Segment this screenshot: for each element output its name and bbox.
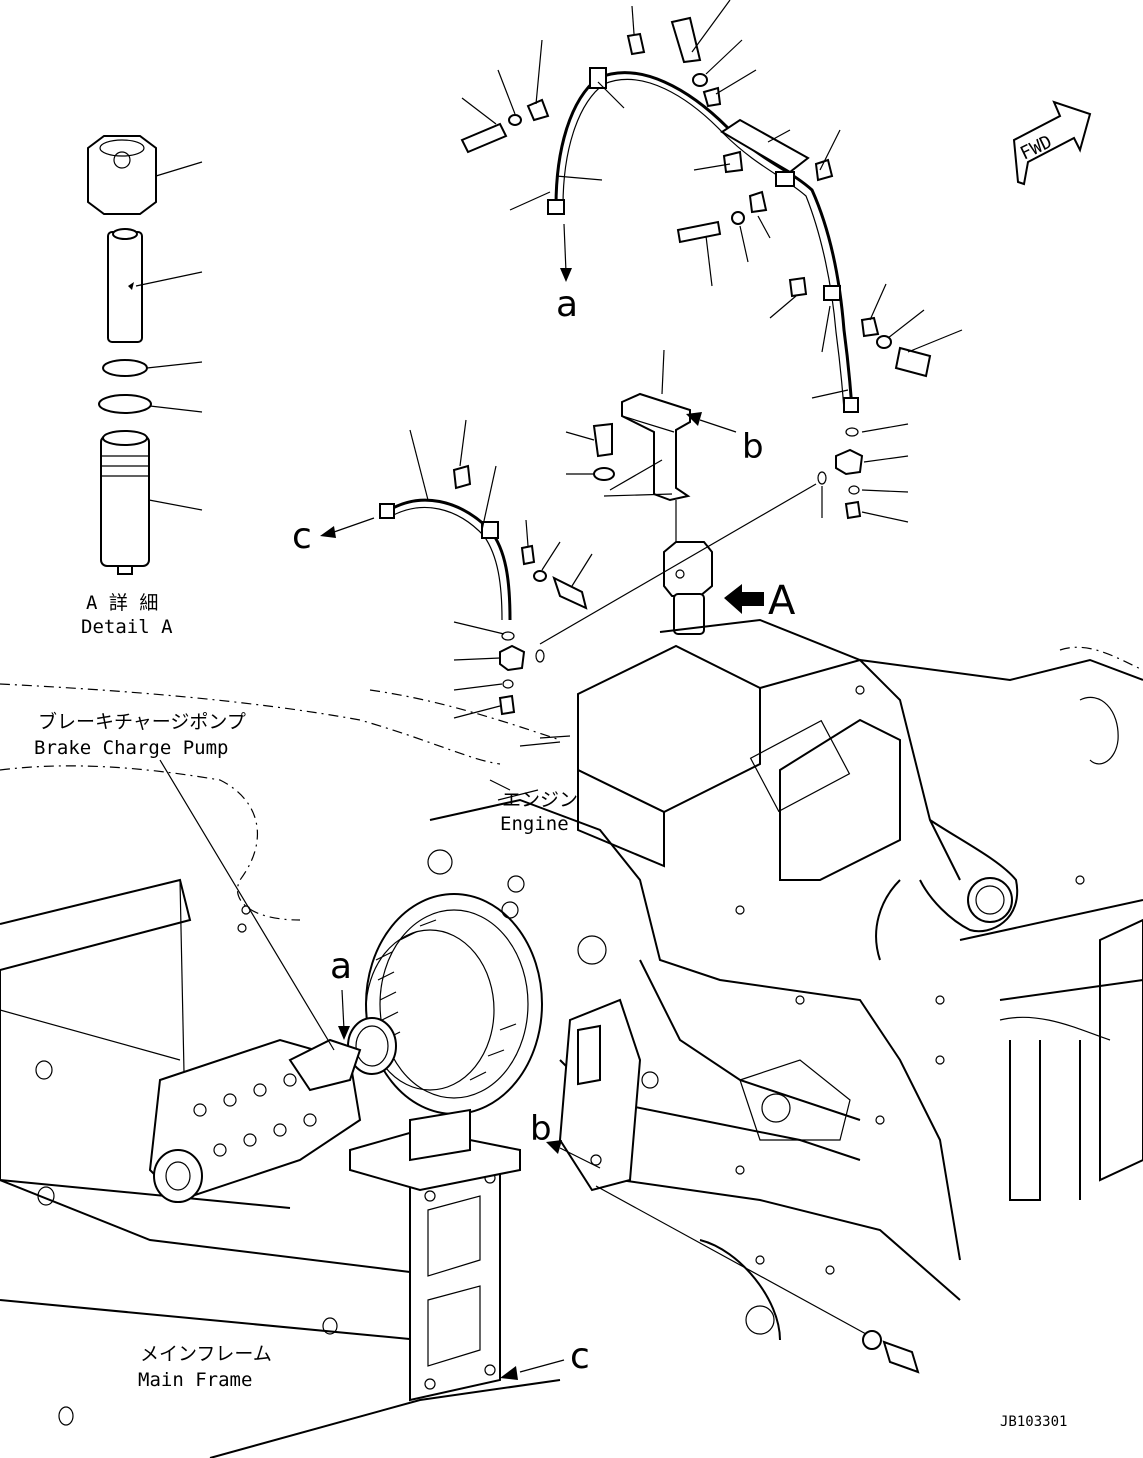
hose-assembly-left <box>320 419 593 719</box>
hose-assembly-top <box>460 0 963 413</box>
callout-b-bottom: b <box>530 1109 552 1149</box>
callout-a-bottom: a <box>330 946 352 987</box>
detail-a-en-label: Detail A <box>81 616 173 638</box>
engine-en-label: Engine <box>500 813 569 835</box>
brake-charge-pump-en-label: Brake Charge Pump <box>34 737 228 759</box>
engine-jp-label: エンジン <box>502 789 578 811</box>
callout-c-bottom: c <box>570 1336 590 1377</box>
drawing-number: JB103301 <box>1000 1414 1067 1430</box>
callout-b-top: b <box>742 427 764 467</box>
callout-c-left: c <box>292 516 312 557</box>
fwd-arrow <box>1012 100 1092 186</box>
view-arrow-a-label: A <box>768 578 796 624</box>
machine-frame-drawing <box>0 618 1143 1458</box>
detail-a-jp-label: A 詳 細 <box>86 592 158 614</box>
main-frame-en-label: Main Frame <box>138 1369 252 1391</box>
callout-a-top: a <box>556 284 578 325</box>
brake-charge-pump-jp-label: ブレーキチャージポンプ <box>38 710 246 733</box>
main-frame-jp-label: メインフレーム <box>140 1343 272 1365</box>
bracket-and-filter <box>539 349 909 645</box>
filter-detail-a <box>87 135 203 575</box>
